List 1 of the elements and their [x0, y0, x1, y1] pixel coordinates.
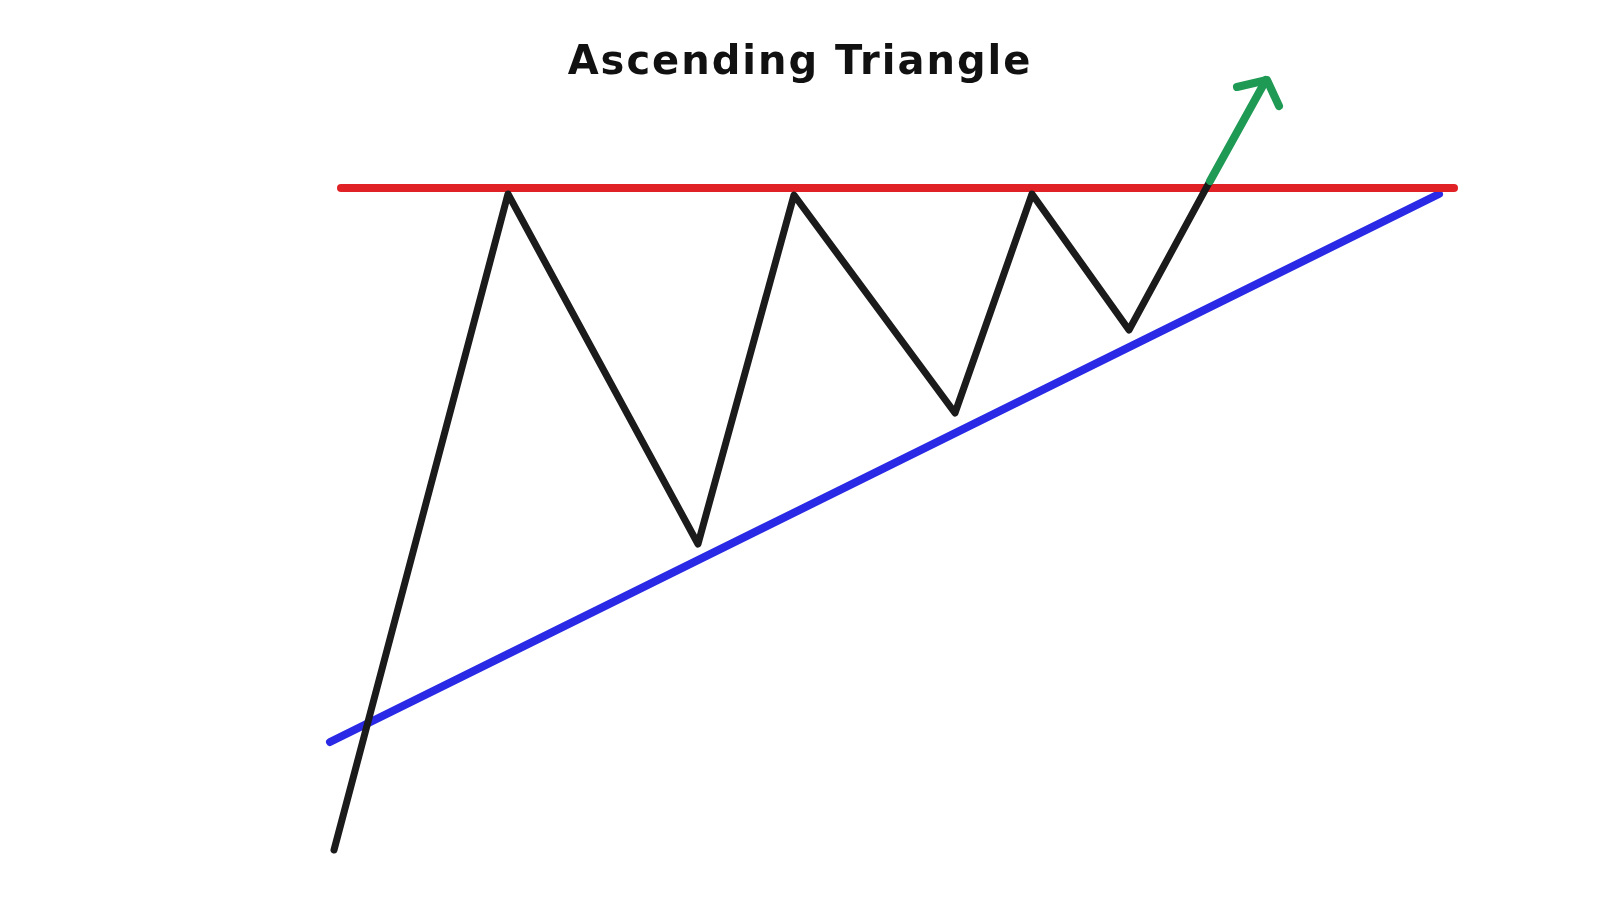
chart-title: Ascending Triangle [567, 37, 1033, 83]
